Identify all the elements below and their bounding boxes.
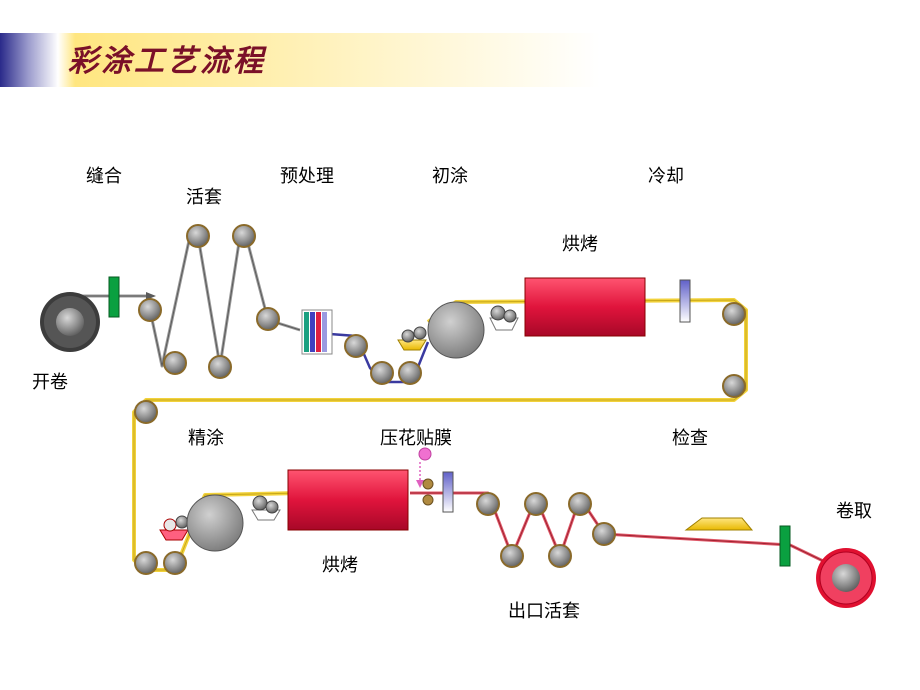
title-bar xyxy=(0,33,600,87)
label-inspection: 检查 xyxy=(672,428,708,449)
recoiler-coil xyxy=(816,548,876,608)
oven-1 xyxy=(524,277,646,337)
label-seam: 缝合 xyxy=(86,166,122,187)
pretreatment-tanks xyxy=(301,309,333,355)
cooling-unit xyxy=(679,279,691,323)
finish-coat-back-rollers xyxy=(251,495,281,521)
seam-welder xyxy=(108,276,120,318)
exit-looper-rollers xyxy=(476,492,616,568)
emboss-rollers xyxy=(422,478,434,506)
prime-coat-back-rollers xyxy=(489,305,519,331)
label-prime-coat: 初涂 xyxy=(432,166,468,187)
label-exit-looper: 出口活套 xyxy=(508,601,580,622)
laminate-film-feed xyxy=(416,447,432,488)
label-finish-coat: 精涂 xyxy=(188,428,224,449)
label-emboss-laminate: 压花贴膜 xyxy=(380,428,452,449)
prime-rollers xyxy=(344,334,422,385)
prime-coater-pan xyxy=(397,326,427,351)
cooling-unit-2 xyxy=(442,471,454,513)
turn-rollers-right xyxy=(722,302,746,398)
inspection-table xyxy=(684,517,754,531)
label-recoiler: 卷取 xyxy=(836,501,872,522)
finish-coat-drum xyxy=(186,494,244,552)
label-bake-2: 烘烤 xyxy=(322,555,358,576)
label-cooling: 冷却 xyxy=(648,166,684,187)
page-title: 彩涂工艺流程 xyxy=(68,44,266,79)
label-bake-1: 烘烤 xyxy=(562,234,598,255)
finish-coater-pan xyxy=(159,515,189,541)
entry-looper-rollers xyxy=(138,224,280,379)
shear-block xyxy=(779,525,791,567)
strip-arrow xyxy=(146,292,156,300)
label-pretreat: 预处理 xyxy=(280,166,334,187)
prime-coat-drum xyxy=(427,301,485,359)
label-entry-looper: 活套 xyxy=(186,187,222,208)
oven-2 xyxy=(287,469,409,531)
label-uncoiler: 开卷 xyxy=(32,372,68,393)
strip-gray xyxy=(70,234,301,368)
turn-rollers-left xyxy=(134,400,187,575)
uncoiler-coil xyxy=(40,292,100,352)
